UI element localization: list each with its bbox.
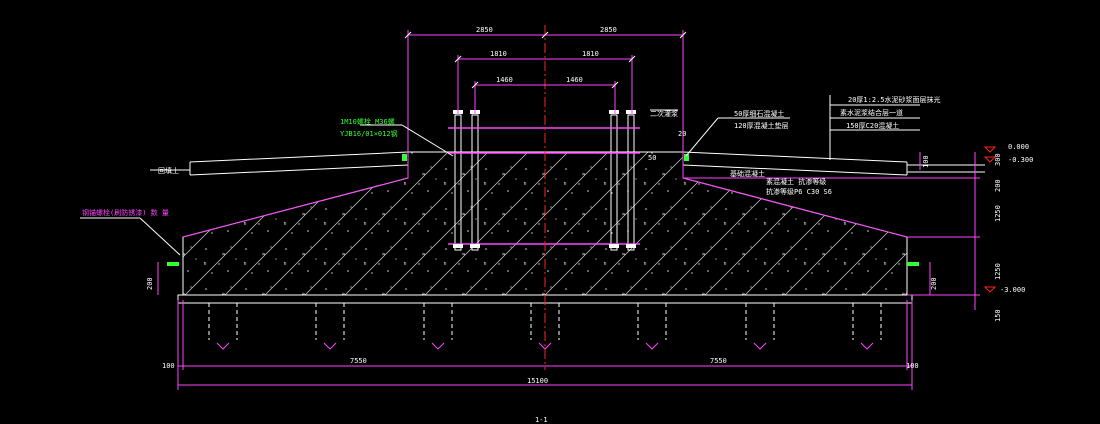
elevation-text: 0.000 -0.300 -3.000 — [1000, 143, 1033, 294]
dim-inner-left: 1460 — [496, 76, 513, 84]
leader-lines — [80, 95, 920, 256]
note-layer-50: 50厚细石混凝土 — [734, 109, 784, 118]
note-layer-120: 120厚混凝土垫层 — [734, 121, 789, 130]
dim-right-300: 300 — [994, 153, 1002, 166]
dim-right-100: 100 — [922, 155, 930, 168]
dim-right-inner-200: 200 — [930, 277, 938, 290]
dim-bottom-left-edge: 100 — [162, 362, 175, 370]
elevation-bottom: -3.000 — [1000, 286, 1025, 294]
elevation-second: -0.300 — [1008, 156, 1033, 164]
dim-gap-20: 20 — [678, 130, 686, 138]
dim-right-1250b: 1250 — [994, 263, 1002, 280]
note-concrete-1: 基础混凝土 — [730, 169, 765, 178]
note-left-ground: 回填土 — [158, 166, 179, 175]
note-green-1: 1M10螺栓 M36螺 — [340, 117, 395, 126]
right-dimension-lines — [157, 152, 980, 310]
dim-inner-right: 1460 — [566, 76, 583, 84]
note-grout: 二次灌浆 — [650, 109, 678, 118]
dim-mid-right: 1810 — [582, 50, 599, 58]
dim-top-left: 2850 — [476, 26, 493, 34]
green-edge-markers — [167, 154, 919, 266]
dimension-text: 2850 2850 1810 1810 1460 1460 100 100 75… — [146, 26, 1002, 385]
dim-top-right: 2850 — [600, 26, 617, 34]
dim-left-200: 200 — [146, 277, 154, 290]
top-dimension-ticks — [404, 31, 687, 89]
dim-bottom-total: 15100 — [527, 377, 548, 385]
note-concrete-2: 素混凝土 抗渗等级 — [766, 177, 826, 186]
annotation-text: 1M10螺栓 M36螺 YJB16/01×012钢 钢锚螺栓(刷防锈漆) 数 量… — [82, 95, 941, 424]
note-green-2: YJB16/01×012钢 — [340, 129, 398, 138]
bottom-dimension-lines — [177, 300, 913, 390]
dim-right-150: 150 — [994, 309, 1002, 322]
piles — [208, 303, 882, 340]
dim-bottom-half-right: 7550 — [710, 357, 727, 365]
note-left-magenta: 钢锚螺栓(刷防锈漆) 数 量 — [82, 208, 169, 217]
note-top-right-3: 150厚C20混凝土 — [846, 121, 899, 130]
dim-bottom-half-left: 7550 — [350, 357, 367, 365]
dim-right-1250a: 1250 — [994, 205, 1002, 222]
dim-mid-left: 1810 — [490, 50, 507, 58]
dim-right-200: 200 — [994, 179, 1002, 192]
note-top-right-2: 素水泥浆结合层一道 — [840, 108, 903, 117]
pile-markers — [216, 342, 874, 350]
note-concrete-3: 抗渗等级P6 C30 S6 — [766, 187, 832, 196]
section-label: 1-1 — [535, 416, 548, 424]
note-top-right-1: 20厚1:2.5水泥砂浆面层抹光 — [848, 95, 941, 104]
dim-bottom-right-edge: 100 — [906, 362, 919, 370]
elevation-markers — [983, 146, 997, 293]
dim-gap-50: 50 — [648, 154, 656, 162]
elevation-top: 0.000 — [1008, 143, 1029, 151]
